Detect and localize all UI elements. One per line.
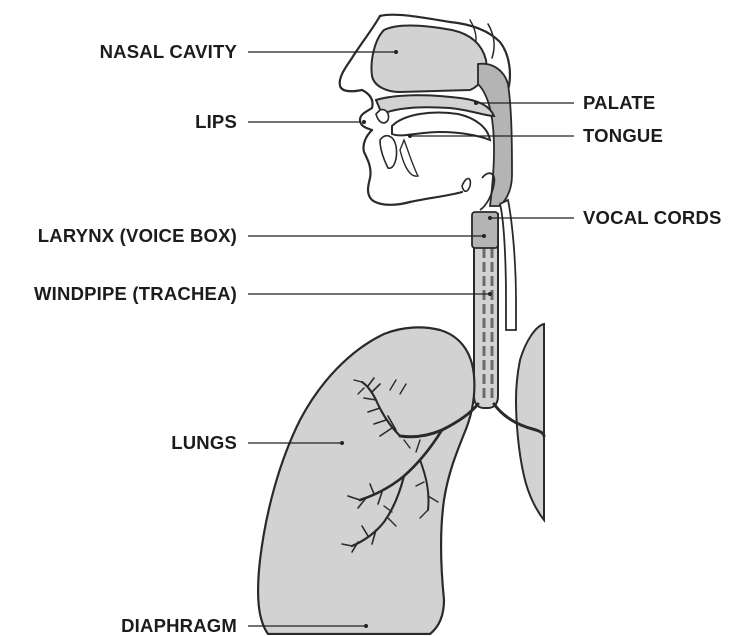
lower-teeth: [380, 136, 397, 168]
label-windpipe: WINDPIPE (TRACHEA): [34, 285, 237, 304]
label-lungs: LUNGS: [171, 434, 237, 453]
left-lung-shape: [258, 327, 474, 634]
epiglottis-shape: [462, 179, 470, 192]
label-diaphragm: DIAPHRAGM: [121, 617, 237, 636]
lower-jaw-inner: [400, 140, 418, 176]
nasal-cavity-shape: [372, 25, 487, 92]
label-palate: PALATE: [583, 94, 655, 113]
trachea: [472, 212, 498, 408]
esophagus-shape: [500, 200, 516, 330]
upper-teeth: [376, 110, 389, 123]
label-nasal-cavity: NASAL CAVITY: [100, 43, 237, 62]
label-lips: LIPS: [195, 113, 237, 132]
right-lung-shape: [516, 324, 544, 520]
label-tongue: TONGUE: [583, 127, 663, 146]
label-vocal-cords: VOCAL CORDS: [583, 209, 722, 228]
label-larynx: LARYNX (VOICE BOX): [38, 227, 237, 246]
